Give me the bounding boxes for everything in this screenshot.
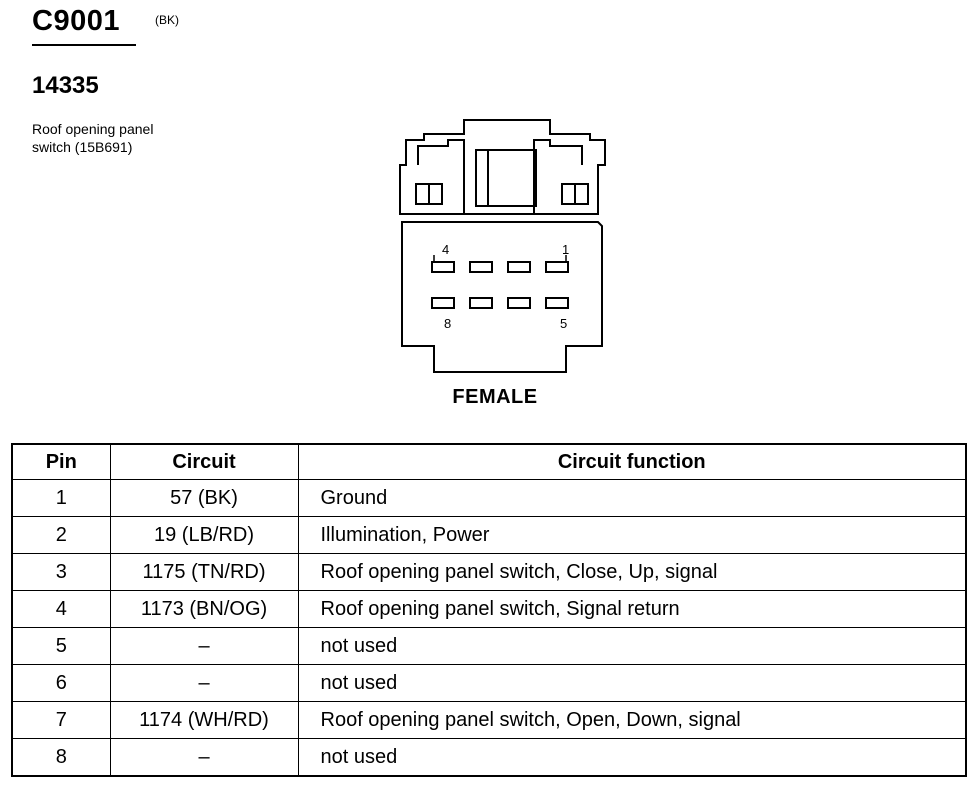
header-circuit-function: Circuit function <box>297 443 967 480</box>
part-number: 14335 <box>32 72 99 99</box>
circuit-cell: – <box>109 664 299 702</box>
pin-cavity <box>469 261 493 273</box>
pin-table: Pin Circuit Circuit function 1 57 (BK) G… <box>11 443 967 777</box>
circuit-cell: 1174 (WH/RD) <box>109 701 299 739</box>
table-row: 1 57 (BK) Ground <box>11 479 967 517</box>
circuit-cell: 19 (LB/RD) <box>109 516 299 554</box>
connector-id-underline <box>32 44 136 46</box>
circuit-cell: – <box>109 627 299 665</box>
table-row: 8 – not used <box>11 738 967 777</box>
connector-id: C9001 <box>32 5 120 37</box>
pin-cell: 1 <box>11 479 111 517</box>
latch-inner-outline <box>417 139 583 214</box>
pin-cell: 2 <box>11 516 111 554</box>
pin-cell: 4 <box>11 590 111 628</box>
table-row: 6 – not used <box>11 664 967 702</box>
circuit-cell: 57 (BK) <box>109 479 299 517</box>
function-cell: not used <box>297 664 967 702</box>
pin-cavity <box>545 261 569 273</box>
function-cell: not used <box>297 738 967 777</box>
pin-cavity <box>545 297 569 309</box>
function-cell: Ground <box>297 479 967 517</box>
description-line-1: Roof opening panel <box>32 121 154 137</box>
pin-label-8: 8 <box>444 316 451 331</box>
connector-body <box>401 221 603 373</box>
table-row: 5 – not used <box>11 627 967 665</box>
connector-latch-housing <box>399 119 606 215</box>
table-header-row: Pin Circuit Circuit function <box>11 443 967 480</box>
pin-cavity <box>431 261 455 273</box>
pin-cell: 7 <box>11 701 111 739</box>
pin-cell: 8 <box>11 738 111 777</box>
function-cell: not used <box>297 627 967 665</box>
pin-cavity <box>431 297 455 309</box>
function-cell: Illumination, Power <box>297 516 967 554</box>
function-cell: Roof opening panel switch, Close, Up, si… <box>297 553 967 591</box>
pin-label-5: 5 <box>560 316 567 331</box>
connector-color: (BK) <box>155 13 179 27</box>
circuit-cell: 1173 (BN/OG) <box>109 590 299 628</box>
pin-cavity <box>507 261 531 273</box>
pin-label-4: 4 <box>442 242 449 257</box>
circuit-cell: 1175 (TN/RD) <box>109 553 299 591</box>
function-cell: Roof opening panel switch, Open, Down, s… <box>297 701 967 739</box>
header-pin: Pin <box>11 443 111 480</box>
pin-cell: 3 <box>11 553 111 591</box>
table-row: 4 1173 (BN/OG) Roof opening panel switch… <box>11 590 967 628</box>
description-line-2: switch (15B691) <box>32 139 133 155</box>
latch-tab <box>475 149 537 207</box>
connector-description: Roof opening panel switch (15B691) <box>32 120 232 156</box>
pin-cell: 5 <box>11 627 111 665</box>
header-circuit: Circuit <box>109 443 299 480</box>
pin-cavity <box>469 297 493 309</box>
circuit-cell: – <box>109 738 299 777</box>
pin-label-1: 1 <box>562 242 569 257</box>
pin-cavity <box>507 297 531 309</box>
table-row: 2 19 (LB/RD) Illumination, Power <box>11 516 967 554</box>
pin-cell: 6 <box>11 664 111 702</box>
connector-face-diagram: 4 1 8 5 <box>399 119 606 373</box>
connector-gender: FEMALE <box>452 386 538 408</box>
table-row: 7 1174 (WH/RD) Roof opening panel switch… <box>11 701 967 739</box>
table-row: 3 1175 (TN/RD) Roof opening panel switch… <box>11 553 967 591</box>
function-cell: Roof opening panel switch, Signal return <box>297 590 967 628</box>
